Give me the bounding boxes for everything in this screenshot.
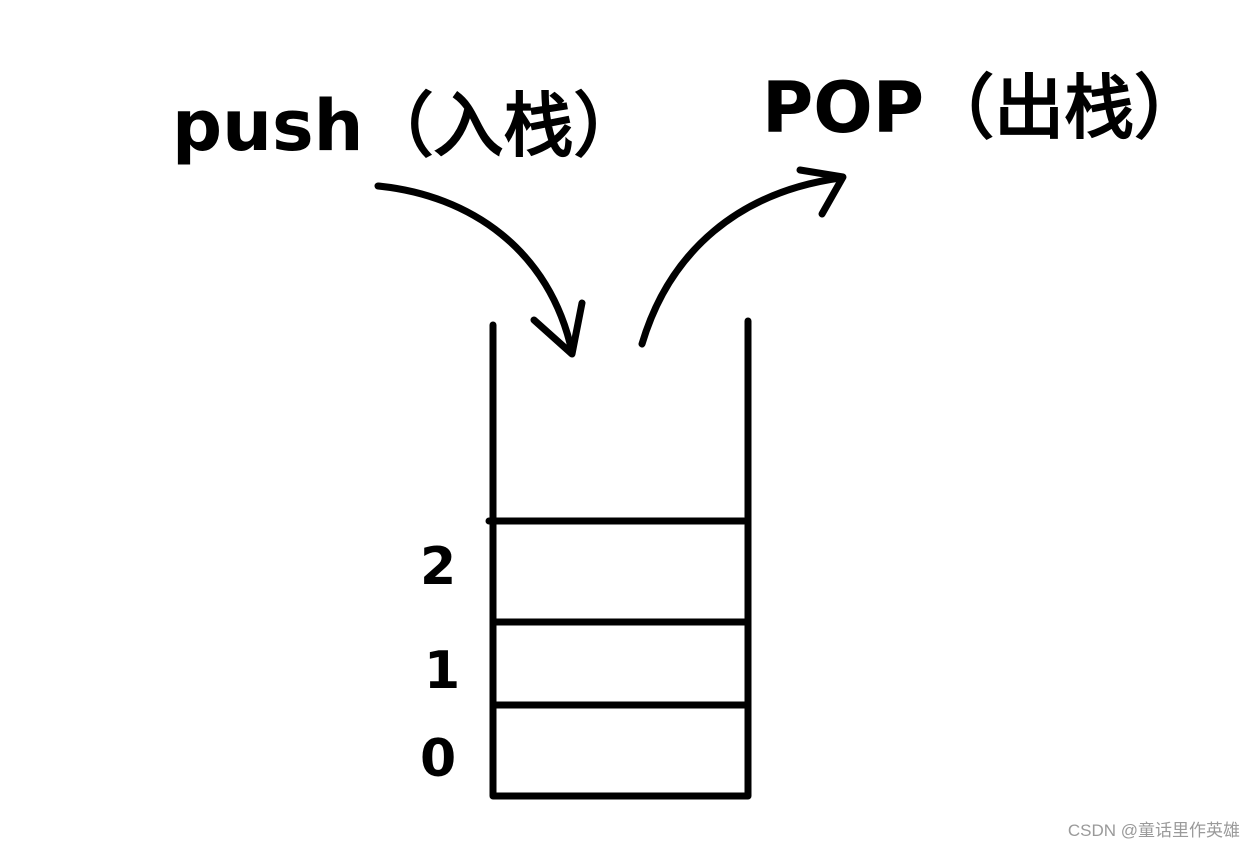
stack-index-1: 1 <box>424 641 460 701</box>
stack-index-2: 2 <box>420 537 456 597</box>
pop-arrow <box>638 166 847 348</box>
stack-container <box>485 317 752 800</box>
pop-label: POP（出栈） <box>762 67 1204 149</box>
watermark: CSDN @童话里作英雄 <box>1067 821 1240 840</box>
stack-index-0: 0 <box>420 729 456 789</box>
stack-walls <box>489 317 752 800</box>
push-label: push（入栈） <box>172 85 643 167</box>
push-arrow <box>374 182 586 358</box>
